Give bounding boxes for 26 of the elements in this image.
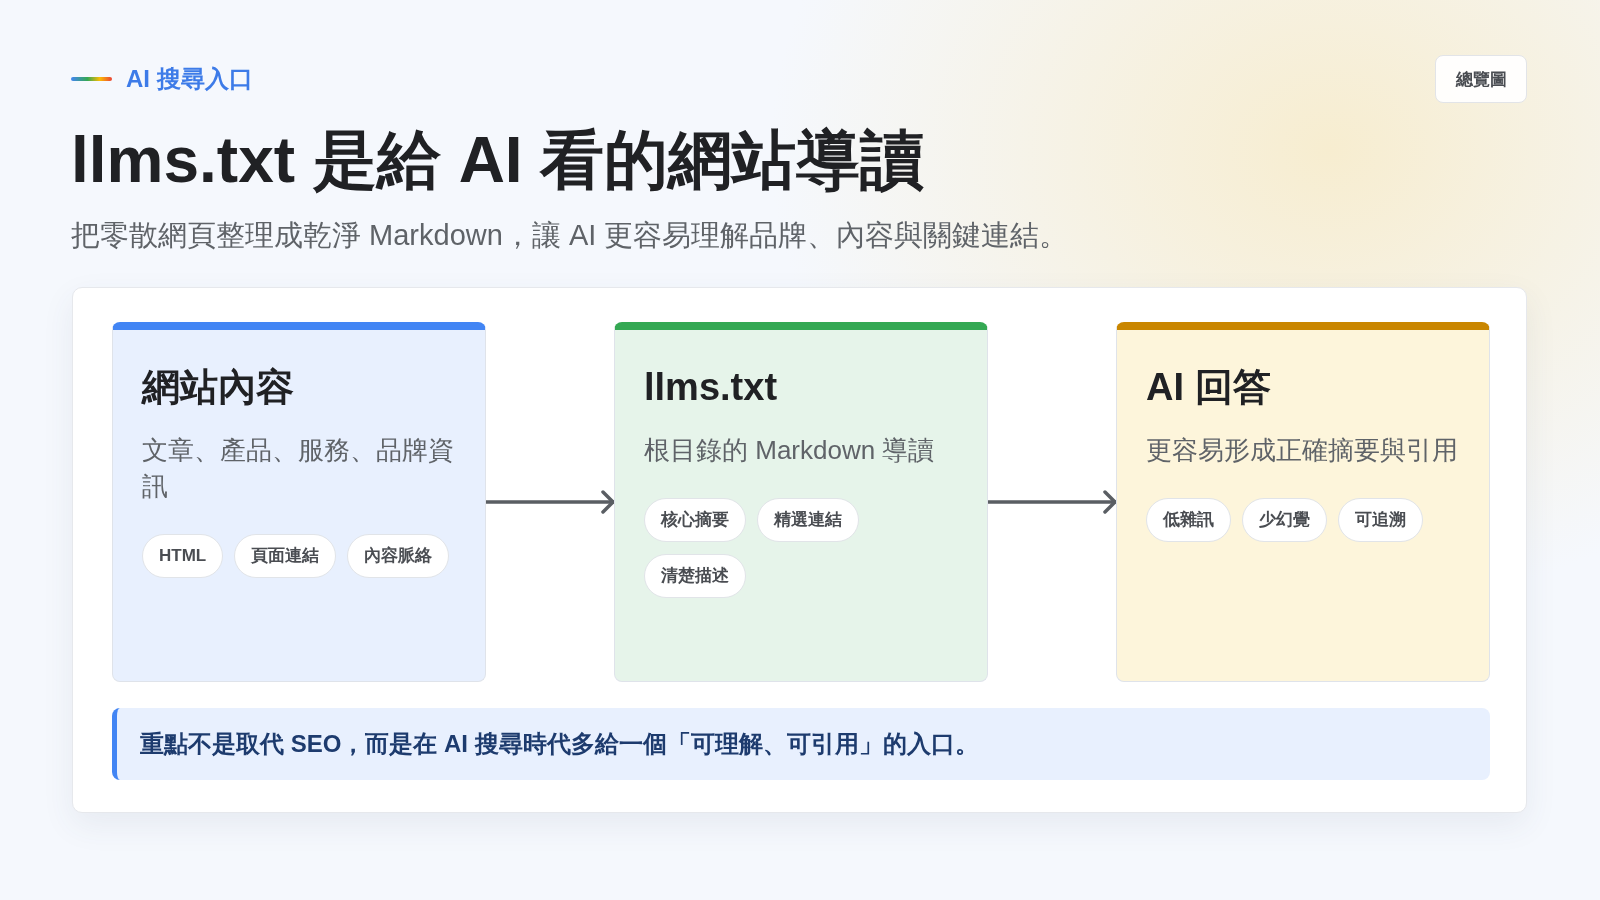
step-card — [1116, 322, 1490, 682]
subtitle: 把零散網頁整理成乾淨 Markdown，讓 AI 更容易理解品牌、內容與關鍵連結。 — [71, 218, 1069, 253]
tag-chip: 少幻覺 — [1242, 498, 1327, 542]
tag-chip: 可追溯 — [1338, 498, 1423, 542]
eyebrow-label: AI 搜尋入口 — [126, 64, 253, 94]
card-description: 文章、產品、服務、品牌資訊 — [142, 434, 455, 503]
step-card — [112, 322, 486, 682]
content-panel — [72, 287, 1527, 813]
card-description: 根目錄的 Markdown 導讀 — [644, 434, 936, 467]
tag-chip: 清楚描述 — [644, 554, 746, 598]
tag-chip: HTML — [142, 534, 224, 578]
tag-chip: 低雜訊 — [1146, 498, 1231, 542]
card-title: 網站內容 — [142, 365, 295, 410]
card-description: 更容易形成正確摘要與引用 — [1146, 434, 1459, 467]
step-card — [614, 322, 988, 682]
card-title: AI 回答 — [1146, 365, 1272, 410]
tag-chip: 核心摘要 — [644, 498, 746, 542]
page-title: llms.txt 是給 AI 看的網站導讀 — [71, 123, 925, 198]
card-title: llms.txt — [644, 365, 779, 410]
tag-chip: 內容脈絡 — [347, 534, 450, 578]
tag-chip: 頁面連結 — [234, 534, 337, 578]
note-banner: 重點不是取代 SEO，而是在 AI 搜尋時代多給一個「可理解、可引用」的入口。 — [112, 708, 1490, 780]
arrow — [484, 490, 616, 514]
tag-chip: 精選連結 — [757, 498, 859, 542]
overview-button: 總覽圖 — [1435, 55, 1527, 103]
arrow — [986, 490, 1118, 514]
